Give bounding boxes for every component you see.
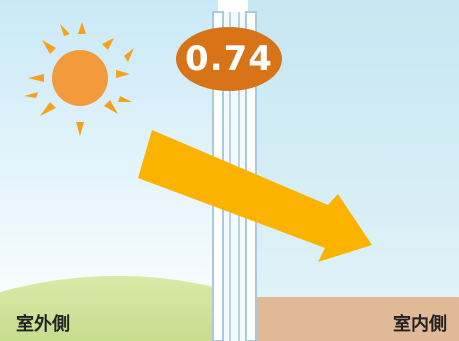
transmittance-value-badge: 0.74 [176, 27, 282, 91]
arrow-icon [138, 130, 372, 262]
sun-icon [24, 22, 134, 136]
indoor-background [248, 0, 459, 341]
indoor-side-label: 室内側 [393, 314, 447, 335]
grass-hill [0, 275, 218, 341]
outdoor-side-label: 室外側 [16, 314, 70, 335]
indoor-floor [254, 297, 459, 341]
